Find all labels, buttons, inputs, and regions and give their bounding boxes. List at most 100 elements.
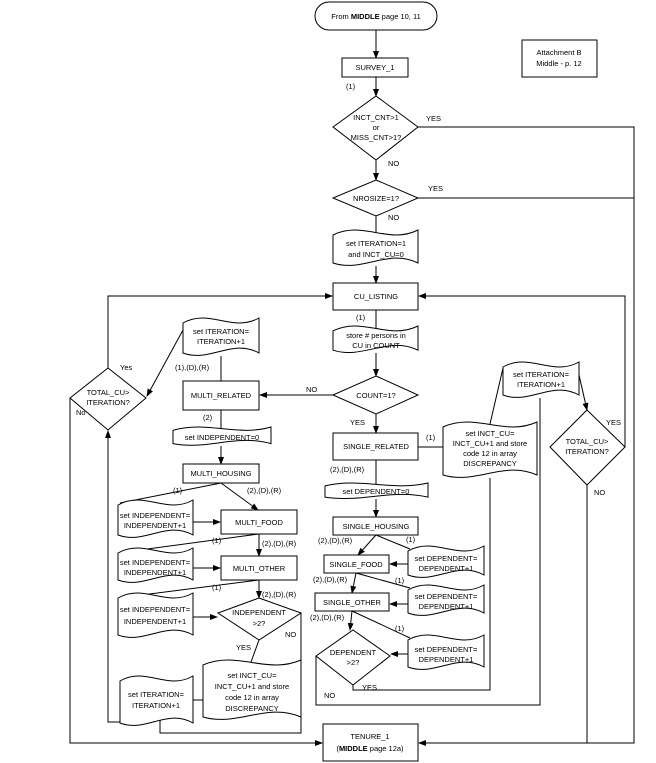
doc-set-dependent-inc-3: set DEPENDENT= DEPENDENT+1 <box>407 634 485 670</box>
path-label: (2),(D),(R) <box>313 575 348 584</box>
survey-label: SURVEY_1 <box>355 63 394 72</box>
doc-set-independent-inc-2: set INDEPENDENT= INDEPENDENT+1 <box>117 547 194 583</box>
decision-count: COUNT=1? <box>331 375 420 415</box>
decision-nrosize-label: NROSIZE=1? <box>353 194 399 203</box>
yes-label: YES <box>428 184 443 193</box>
decision-text: INDEPENDENT <box>232 608 286 617</box>
path-label: (2),(D),(R) <box>247 486 282 495</box>
doc-set-inct-cu-right: set INCT_CU= INCT_CU+1 and store code 12… <box>442 421 538 478</box>
document-shape <box>332 229 419 266</box>
single-housing-process: SINGLE_HOUSING <box>332 516 419 536</box>
path-label: (1) <box>173 486 183 495</box>
document-shape <box>119 675 194 726</box>
doc-text: INCT_CU+1 and store <box>215 682 289 691</box>
document-shape <box>117 547 194 583</box>
path-label: (2),(D),(R) <box>310 613 345 622</box>
cu-listing-label: CU_LISTING <box>354 292 398 301</box>
path-label: (1) <box>212 536 222 545</box>
no-label: NO <box>324 691 335 700</box>
multi-housing-process: MULTI_HOUSING <box>182 463 260 484</box>
path-label: (1) <box>346 82 356 91</box>
doc-set-inct-cu-left: set INCT_CU= INCT_CU+1 and store code 12… <box>202 659 302 720</box>
decision-text: >2? <box>253 619 266 628</box>
multi-housing-label: MULTI_HOUSING <box>190 469 251 478</box>
single-food-process: SINGLE_FOOD <box>323 554 390 574</box>
doc-text: set ITERATION= <box>193 327 250 336</box>
tenure-line1: TENURE_1 <box>350 732 389 741</box>
no-label: NO <box>285 630 296 639</box>
doc-text: set INDEPENDENT= <box>120 511 191 520</box>
document-shape <box>407 634 485 670</box>
doc-text: INDEPENDENT+1 <box>124 568 186 577</box>
path-label: (2),(D),(R) <box>318 536 353 545</box>
no-label: NO <box>594 488 605 497</box>
path-label: (1),(D),(R) <box>175 363 210 372</box>
doc-text: set ITERATION= <box>513 370 570 379</box>
path-label: (1) <box>406 535 416 544</box>
doc-text: DISCREPANCY <box>225 704 279 713</box>
path-label: (2),(D),(R) <box>262 539 297 548</box>
start-label: From MIDDLE page 10, 11 <box>331 12 421 21</box>
single-food-label: SINGLE_FOOD <box>329 560 383 569</box>
attachment-line2: Middle - p. 12 <box>536 59 581 68</box>
doc-text: DISCREPANCY <box>463 459 517 468</box>
path-label: (1) <box>395 576 405 585</box>
document-shape <box>324 482 429 500</box>
doc-text: set DEPENDENT= <box>415 592 478 601</box>
doc-text: ITERATION+1 <box>132 701 180 710</box>
decision-text: DEPENDENT <box>330 648 377 657</box>
decision-count-label: COUNT=1? <box>356 391 395 400</box>
doc-text: DEPENDENT+1 <box>419 602 474 611</box>
path-label: (1) <box>395 624 405 633</box>
no-label: NO <box>388 159 399 168</box>
document-shape <box>117 592 194 638</box>
survey-process: SURVEY_1 <box>341 57 409 78</box>
decision-text: ITERATION? <box>565 447 609 456</box>
yes-label: YES <box>426 114 441 123</box>
single-other-label: SINGLE_OTHER <box>323 598 382 607</box>
document-shape <box>442 421 538 478</box>
doc-set-iteration-init: set ITERATION=1 and INCT_CU=0 <box>332 229 419 266</box>
yes-label: YES <box>362 683 377 692</box>
doc-text: store # persons in <box>346 331 406 340</box>
doc-text: code 12 in array <box>463 449 517 458</box>
decision-inct-line3: MISS_CNT>1? <box>351 133 402 142</box>
tenure-process: TENURE_1 (MIDDLE page 12a) <box>322 723 419 762</box>
decision-total-cu-left: TOTAL_CU> ITERATION? <box>69 367 147 431</box>
no-label: No <box>76 408 86 417</box>
doc-text: set INCT_CU= <box>466 429 516 438</box>
no-label: NO <box>306 385 317 394</box>
connectors <box>69 30 635 746</box>
decision-total-cu-right: TOTAL_CU> ITERATION? <box>549 409 626 486</box>
multi-other-process: MULTI_OTHER <box>220 555 298 581</box>
doc-text: set DEPENDENT= <box>415 554 478 563</box>
branch-labels: (1) YES NO YES NO (1) NO YES (1) YES NO … <box>76 82 621 700</box>
cu-listing-process: CU_LISTING <box>332 282 419 311</box>
decision-dependent: DEPENDENT >2? <box>315 629 391 686</box>
path-label: (2),(D),(R) <box>330 465 365 474</box>
path-label: (1) <box>356 313 366 322</box>
doc-set-independent-zero: set INDEPENDENT=0 <box>172 426 272 446</box>
single-housing-label: SINGLE_HOUSING <box>343 522 410 531</box>
doc-text: set INDEPENDENT=0 <box>185 433 259 442</box>
multi-food-process: MULTI_FOOD <box>220 509 298 535</box>
document-shape <box>172 426 272 446</box>
decision-text: TOTAL_CU> <box>566 437 609 446</box>
decision-text: >2? <box>347 658 360 667</box>
doc-text: DEPENDENT+1 <box>419 655 474 664</box>
yes-label: YES <box>350 418 365 427</box>
single-related-label: SINGLE_RELATED <box>343 442 409 451</box>
doc-text: ITERATION+1 <box>517 380 565 389</box>
decision-text: ITERATION? <box>86 398 130 407</box>
decision-text: TOTAL_CU> <box>87 388 130 397</box>
yes-label: YES <box>606 418 621 427</box>
doc-set-independent-inc-1: set INDEPENDENT= INDEPENDENT+1 <box>117 499 194 538</box>
doc-text: set INDEPENDENT= <box>120 605 191 614</box>
path-label: (1) <box>212 583 222 592</box>
no-label: NO <box>388 213 399 222</box>
document-shape <box>117 499 194 538</box>
start-terminator: From MIDDLE page 10, 11 <box>314 1 438 31</box>
document-shape <box>202 659 302 720</box>
